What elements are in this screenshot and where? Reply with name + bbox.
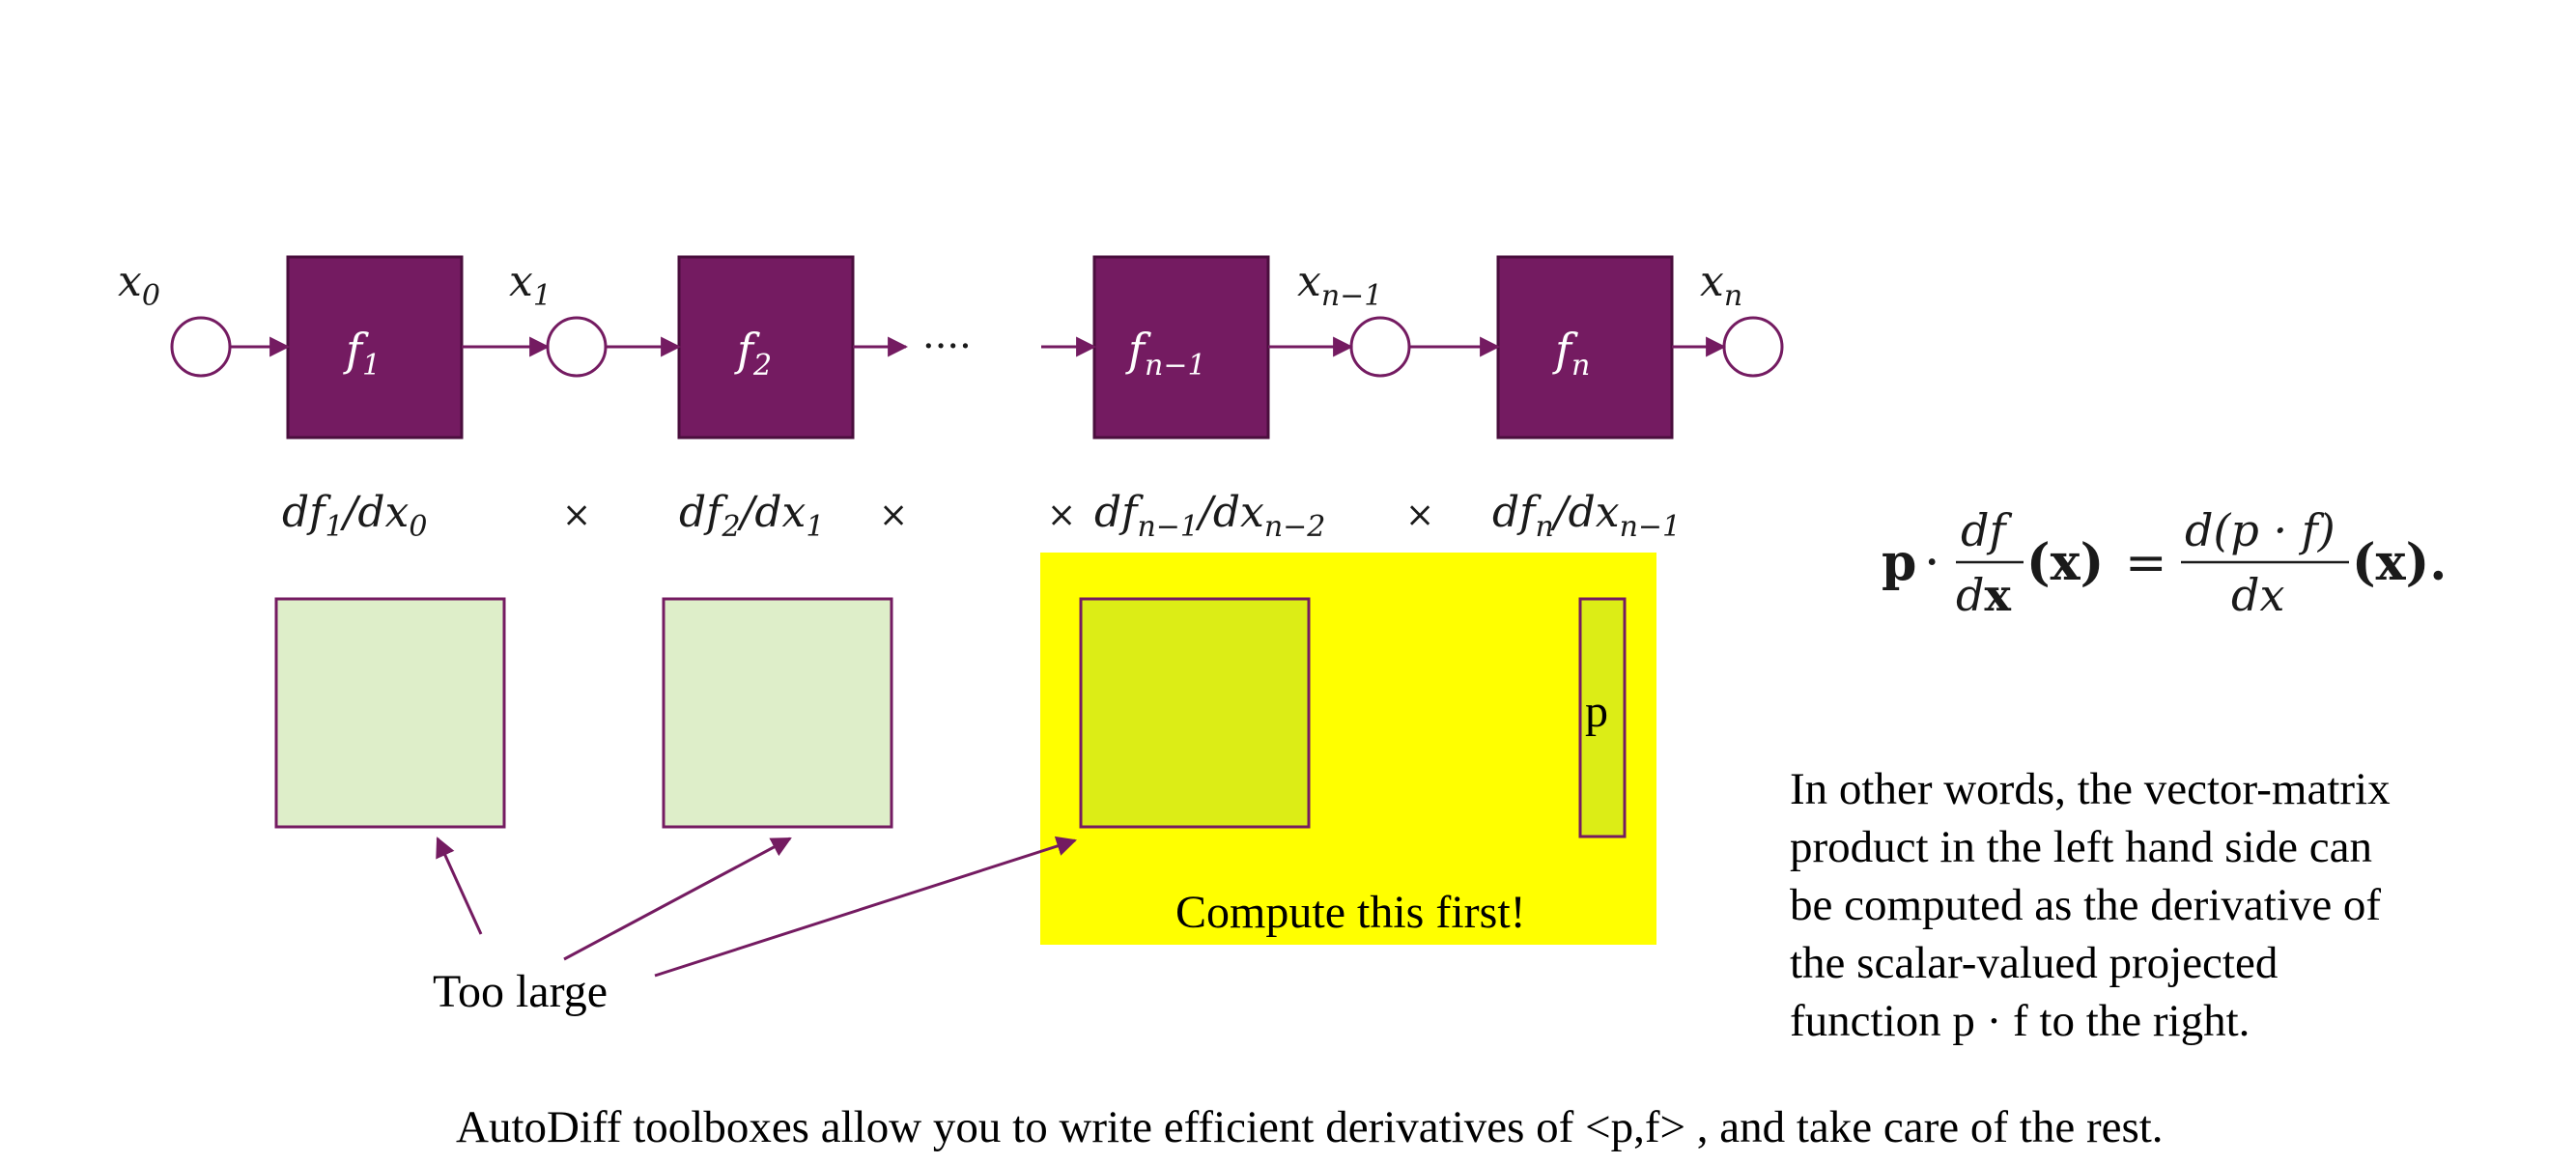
explanation-line-1: In other words, the vector-matrix	[1790, 764, 2391, 814]
footer-caption: AutoDiff toolboxes allow you to write ef…	[456, 1102, 2164, 1152]
eq-dot: ·	[1924, 534, 1940, 592]
eq-rhs-numerator: d(p · f)	[2185, 504, 2335, 556]
eq-rhs-arg: (x).	[2352, 533, 2447, 592]
explanation-line-4: the scalar-valued projected	[1790, 938, 2278, 988]
projection-equation: p · df dx (x) = d(p · f) dx (x).	[1882, 504, 2447, 621]
chain-ellipsis: ····	[922, 325, 972, 369]
label-xn-1: xn−1	[1297, 257, 1382, 313]
eq-frac-denominator: dx	[1956, 569, 2011, 621]
times-4: ×	[1405, 496, 1434, 535]
node-x1	[546, 316, 608, 378]
arrow-too-large-1	[436, 837, 483, 935]
eq-equals: =	[2125, 534, 2167, 592]
label-fn: fn	[1552, 324, 1590, 383]
times-3: ×	[1047, 496, 1076, 535]
eq-lhs-vector: p	[1882, 533, 1916, 592]
label-xn: xn	[1700, 257, 1742, 313]
function-box-fn	[1496, 255, 1674, 440]
node-xn-1	[1349, 316, 1411, 378]
times-2: ×	[879, 496, 908, 535]
arrow-too-large-2	[563, 837, 792, 961]
vector-label-p: p	[1585, 686, 1608, 737]
function-box-f1	[286, 255, 464, 440]
times-1: ×	[562, 496, 591, 535]
node-x0	[170, 316, 232, 378]
function-box-fn-1	[1092, 255, 1270, 440]
node-xn	[1722, 316, 1784, 378]
explanation-paragraph: In other words, the vector-matrix produc…	[1790, 764, 2391, 1046]
jacobian-product-row: df1/dx0 × df2/dx1 × × dfn−1/dxn−2 × dfn/…	[282, 488, 1681, 544]
explanation-line-2: product in the left hand side can	[1790, 822, 2372, 872]
eq-lhs-arg: (x)	[2026, 533, 2104, 592]
eq-rhs-denominator: dx	[2231, 569, 2284, 621]
computation-chain: ···· f1 f2 fn−1 fn x0 x1 xn−1 xn	[118, 255, 1784, 440]
arrow-too-large-3	[654, 836, 1077, 978]
compute-first-label: Compute this first!	[1175, 887, 1526, 938]
label-fn-1: fn−1	[1125, 324, 1206, 383]
jacobian-matrix-1	[274, 597, 506, 829]
jacobian-matrix-n-1	[1079, 597, 1311, 829]
derivative-term-2: df2/dx1	[679, 488, 824, 544]
function-box-f2	[677, 255, 855, 440]
label-x1: x1	[509, 257, 552, 313]
derivative-term-3: dfn−1/dxn−2	[1094, 488, 1325, 544]
eq-frac-numerator: df	[1961, 504, 2012, 556]
derivative-term-4: dfn/dxn−1	[1492, 488, 1681, 544]
label-x0: x0	[118, 257, 160, 313]
jacobian-matrix-2	[662, 597, 893, 829]
derivative-term-1: df1/dx0	[282, 488, 427, 544]
too-large-label: Too large	[433, 966, 608, 1017]
explanation-line-3: be computed as the derivative of	[1790, 880, 2381, 930]
explanation-line-5: function p · f to the right.	[1790, 996, 2250, 1046]
projection-vector-p	[1578, 597, 1627, 838]
